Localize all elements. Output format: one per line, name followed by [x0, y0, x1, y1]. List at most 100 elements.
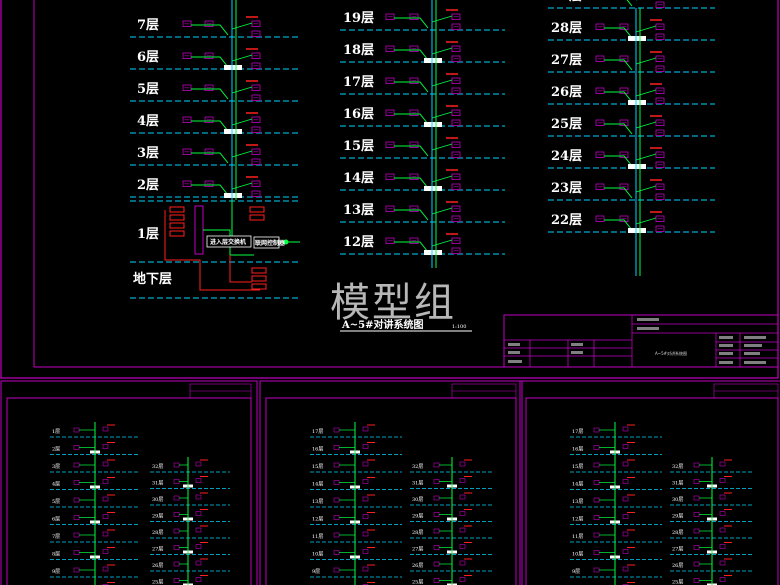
intercom-outlet-icon	[362, 531, 369, 537]
intercom-outlet-icon	[719, 511, 726, 516]
intercom-outlet-icon	[182, 116, 192, 123]
intercom-outlet-icon	[619, 151, 629, 158]
floor-label: 13层	[343, 203, 374, 218]
intercom-outlet-icon	[655, 151, 665, 158]
intercom-outlet-icon	[433, 578, 440, 583]
intercom-outlet-icon	[655, 33, 665, 40]
branch-cable	[394, 241, 429, 253]
floor-row: 23层	[548, 179, 715, 201]
floor-row: 29层	[548, 0, 715, 9]
floor-label: 32层	[672, 464, 683, 470]
floor-label: 1层	[52, 429, 60, 435]
branch-cable	[394, 209, 429, 221]
intercom-outlet-icon	[102, 496, 109, 502]
intercom-outlet-icon	[622, 514, 629, 519]
intercom-outlet-icon	[73, 427, 80, 433]
floor-label: 16层	[343, 107, 374, 122]
intercom-outlet-icon	[251, 158, 261, 165]
intercom-outlet-icon	[655, 225, 665, 232]
floor-label: 17层	[343, 75, 374, 90]
branch-cable	[394, 145, 429, 157]
intercom-outlet-icon	[595, 151, 605, 158]
floor-row: 22层	[548, 211, 715, 233]
intercom-outlet-icon	[433, 528, 440, 534]
intercom-outlet-icon	[73, 515, 80, 520]
intercom-outlet-icon	[385, 45, 395, 52]
intercom-outlet-icon	[385, 205, 395, 212]
intercom-outlet-icon	[182, 84, 192, 91]
floor-label: 5层	[137, 82, 159, 97]
intercom-outlet-icon	[333, 427, 340, 433]
equipment-module	[251, 275, 267, 282]
intercom-outlet-icon	[73, 462, 80, 468]
intercom-outlet-icon	[451, 119, 461, 126]
floor-label: 15层	[572, 464, 583, 470]
intercom-outlet-icon	[655, 183, 665, 190]
intercom-outlet-icon	[719, 478, 726, 483]
floor-label: 19层	[343, 11, 374, 26]
intercom-outlet-icon	[451, 77, 461, 84]
watermark: 模型组	[330, 280, 456, 326]
branch-cable	[191, 184, 229, 196]
intercom-outlet-icon	[459, 461, 466, 467]
intercom-outlet-icon	[451, 151, 461, 158]
floor-label: 28层	[672, 530, 683, 536]
intercom-outlet-icon	[719, 461, 726, 467]
floor-row: 12层	[340, 233, 505, 255]
branch-cable-right	[635, 153, 657, 161]
floor-label: 14层	[312, 482, 323, 488]
intercom-outlet-icon	[251, 180, 261, 187]
intercom-outlet-icon	[73, 497, 80, 503]
intercom-outlet-icon	[693, 479, 700, 484]
distribution-box	[424, 58, 442, 63]
intercom-outlet-icon	[173, 561, 180, 567]
drawing-title: A~5#对讲系统图	[341, 318, 423, 331]
intercom-outlet-icon	[622, 549, 629, 554]
floor-label: 4层	[137, 114, 159, 129]
branch-cable-right	[431, 207, 453, 215]
branch-cable-right	[231, 182, 253, 190]
intercom-outlet-icon	[195, 560, 202, 566]
intercom-outlet-icon	[251, 126, 261, 133]
floor-row: 6层	[130, 48, 300, 70]
intercom-outlet-icon	[655, 97, 665, 104]
floor-label: 14层	[343, 171, 374, 186]
distribution-box	[628, 164, 646, 169]
equipment-module	[169, 222, 185, 229]
floor-label: 10层	[312, 552, 323, 558]
equipment-module	[249, 206, 265, 213]
branch-cable	[604, 27, 633, 39]
intercom-outlet-icon	[593, 515, 600, 520]
intercom-outlet-icon	[173, 479, 180, 484]
intercom-outlet-icon	[333, 532, 340, 538]
floor-label: 9层	[312, 569, 320, 575]
intercom-outlet-icon	[433, 462, 440, 468]
intercom-outlet-icon	[595, 183, 605, 190]
intercom-outlet-icon	[451, 55, 461, 62]
intercom-outlet-icon	[409, 173, 419, 180]
intercom-outlet-icon	[409, 141, 419, 148]
equipment-module	[169, 214, 185, 221]
intercom-outlet-icon	[655, 55, 665, 62]
intercom-outlet-icon	[451, 215, 461, 222]
intercom-outlet-icon	[173, 545, 180, 550]
floor-label: 13层	[572, 499, 583, 505]
intercom-outlet-icon	[593, 550, 600, 555]
intercom-outlet-icon	[595, 23, 605, 30]
floor-row: 3层	[130, 144, 300, 166]
branch-cable	[394, 49, 429, 61]
branch-cable-right	[231, 54, 253, 62]
floor-row: 16层	[340, 105, 505, 127]
floor-label: 29层	[672, 514, 683, 520]
branch-cable	[191, 152, 229, 164]
branch-cable	[191, 88, 229, 100]
branch-cable	[191, 56, 229, 68]
floor-label: 22层	[551, 213, 582, 228]
intercom-outlet-icon	[451, 205, 461, 212]
intercom-outlet-icon	[719, 544, 726, 549]
branch-cable	[394, 177, 429, 189]
intercom-outlet-icon	[409, 109, 419, 116]
distribution-box	[224, 129, 242, 134]
intercom-outlet-icon	[693, 578, 700, 583]
intercom-outlet-icon	[251, 148, 261, 155]
